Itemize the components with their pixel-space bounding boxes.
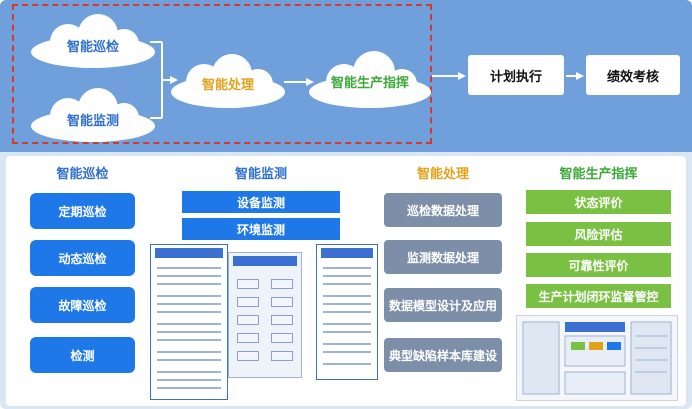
col-patrol-title: 智能巡检 — [56, 167, 109, 182]
process-item-monitor-data: 监测数据处理 — [384, 240, 502, 274]
cloud-icon — [309, 51, 431, 108]
command-screenshot-thumbnail — [516, 315, 678, 401]
monitor-thumbnail-center — [228, 252, 302, 378]
col-command-title: 智能生产指挥 — [559, 167, 638, 182]
cloud-process: 智能处理 — [168, 52, 288, 110]
dashboard-thumbnail-icon — [522, 321, 672, 395]
thumbnail-header — [233, 256, 297, 266]
cloud-patrol-label: 智能巡检 — [66, 40, 119, 55]
monitor-thumbnail-right — [316, 244, 378, 380]
cloud-monitor: 智能监测 — [28, 88, 158, 144]
cloud-process-label: 智能处理 — [201, 78, 254, 93]
monitor-bar-environment: 环境监测 — [182, 218, 340, 240]
command-item-plan-control: 生产计划闭环监督管控 — [526, 284, 671, 308]
patrol-item-dynamic: 动态巡检 — [30, 240, 135, 276]
process-item-defect-library: 典型缺陷样本库建设 — [384, 338, 502, 372]
patrol-item-detection: 检测 — [30, 337, 135, 373]
monitor-bar-equipment: 设备监测 — [182, 191, 340, 213]
box-plan-execution: 计划执行 — [468, 55, 564, 95]
process-item-data-model: 数据模型设计及应用 — [384, 288, 502, 322]
cloud-icon — [31, 14, 155, 68]
flow-arrows — [150, 41, 584, 119]
cloud-command: 智能生产指挥 — [306, 50, 434, 110]
cloud-monitor-label: 智能监测 — [66, 114, 119, 129]
col-process-title: 智能处理 — [416, 167, 469, 182]
thumbnail-header — [321, 248, 373, 258]
patrol-item-fault: 故障巡检 — [30, 287, 135, 323]
cloud-icon — [31, 88, 155, 142]
dashed-highlight-box — [12, 4, 432, 144]
patrol-item-periodic: 定期巡检 — [30, 193, 135, 229]
col-monitor-title: 智能监测 — [234, 167, 287, 182]
command-item-status-eval: 状态评价 — [526, 190, 671, 214]
cloud-icon — [171, 54, 285, 108]
process-item-patrol-data: 巡检数据处理 — [384, 193, 502, 227]
monitor-thumbnail-left — [150, 244, 228, 400]
cloud-command-label: 智能生产指挥 — [330, 76, 409, 91]
cloud-patrol: 智能巡检 — [28, 14, 158, 70]
thumbnail-header — [155, 248, 223, 258]
command-item-reliability: 可靠性评价 — [526, 253, 671, 277]
command-item-risk-eval: 风险评估 — [526, 222, 671, 246]
box-performance: 绩效考核 — [586, 55, 680, 95]
